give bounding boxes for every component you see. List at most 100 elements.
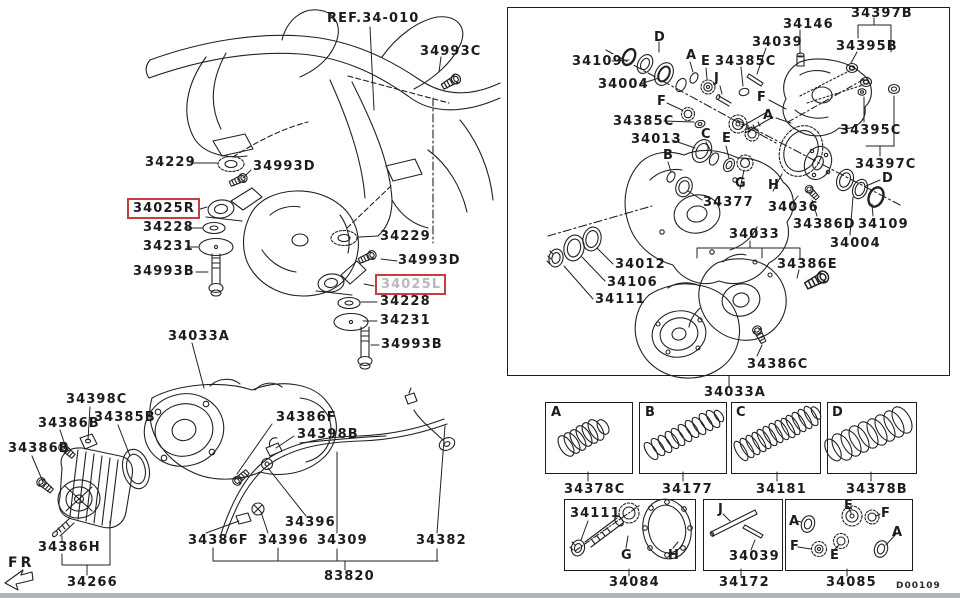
key-letter-label: A bbox=[763, 108, 774, 123]
key-letter-label: G bbox=[621, 548, 632, 563]
key-letter-label: A bbox=[789, 514, 800, 529]
gear-detail-box-1 bbox=[564, 499, 696, 571]
part-number-label: 34228 bbox=[380, 294, 431, 309]
key-letter-label: B bbox=[663, 148, 673, 163]
part-number-label: 34004 bbox=[598, 77, 649, 92]
part-number-label: 34146 bbox=[783, 17, 834, 32]
part-number-label: 34397C bbox=[855, 157, 917, 172]
gear-detail-box-3 bbox=[785, 499, 913, 571]
gear-detail-box-2 bbox=[703, 499, 783, 571]
key-letter-label: F bbox=[790, 539, 799, 554]
part-number-label: 34385C bbox=[613, 114, 675, 129]
part-number-label: 34109 bbox=[858, 217, 909, 232]
spring-detail-box-d bbox=[827, 402, 917, 474]
part-number-label: 34385B bbox=[94, 410, 156, 425]
mount-left-parts bbox=[315, 71, 463, 370]
key-letter-label: G bbox=[735, 176, 746, 191]
part-number-label: 34385C bbox=[715, 54, 777, 69]
leader-lines-left bbox=[31, 26, 446, 576]
part-number-label: 34386B bbox=[38, 416, 100, 431]
part-number-label: 34111 bbox=[595, 292, 646, 307]
part-number-label: 34395C bbox=[840, 123, 902, 138]
spring-detail-box-a bbox=[545, 402, 633, 474]
part-number-label: 34177 bbox=[662, 482, 713, 497]
ref-frame-label: REF.34-010 bbox=[327, 11, 420, 26]
part-number-label: 34172 bbox=[719, 575, 770, 590]
part-number-label: 34382 bbox=[416, 533, 467, 548]
key-letter-label: B bbox=[645, 405, 655, 420]
exploded-view-box bbox=[507, 7, 950, 376]
key-letter-label: A bbox=[551, 405, 562, 420]
part-number-label: 34993D bbox=[253, 159, 316, 174]
key-letter-label: F bbox=[757, 90, 766, 105]
exploded-view-art bbox=[546, 47, 903, 379]
leader-lines-right bbox=[563, 17, 895, 387]
key-letter-label: J bbox=[718, 502, 723, 517]
highlighted-part-left[interactable]: 34025L bbox=[375, 274, 447, 295]
part-number-label: 34036 bbox=[768, 200, 819, 215]
part-number-label: 34398C bbox=[66, 392, 128, 407]
part-number-label: 34109 bbox=[572, 54, 623, 69]
part-number-label: 34386F bbox=[188, 533, 249, 548]
part-number-label: 34004 bbox=[830, 236, 881, 251]
key-letter-label: C bbox=[701, 127, 711, 142]
highlighted-part-right-text: 34025R bbox=[133, 201, 195, 216]
key-letter-label: E bbox=[701, 54, 710, 69]
mount-right-parts bbox=[198, 155, 263, 297]
key-letter-label: J bbox=[714, 71, 719, 86]
part-number-label: 34228 bbox=[143, 220, 194, 235]
part-number-label: 34033A bbox=[168, 329, 230, 344]
highlighted-part-right[interactable]: 34025R bbox=[127, 198, 200, 219]
part-number-label: 34386C bbox=[747, 357, 809, 372]
part-number-label: 34012 bbox=[615, 257, 666, 272]
part-number-label: 34231 bbox=[380, 313, 431, 328]
part-number-label: 34386F bbox=[276, 410, 337, 425]
crossmember-sketch bbox=[145, 9, 501, 244]
part-number-label: 34111 bbox=[570, 506, 621, 521]
doc-code: D00109 bbox=[896, 581, 941, 591]
part-number-label: 34084 bbox=[609, 575, 660, 590]
key-letter-label: F bbox=[657, 94, 666, 109]
part-number-label: 34039 bbox=[752, 35, 803, 50]
highlighted-part-left-text: 34025L bbox=[381, 277, 442, 292]
part-number-label: 34993B bbox=[381, 337, 443, 352]
part-number-label: 34378B bbox=[846, 482, 908, 497]
part-number-label: 34231 bbox=[143, 239, 194, 254]
part-number-label: 34266 bbox=[67, 575, 118, 590]
part-number-label: 34993B bbox=[133, 264, 195, 279]
key-letter-label: E bbox=[722, 131, 731, 146]
key-letter-label: H bbox=[768, 178, 779, 193]
part-number-label: 34993C bbox=[420, 44, 482, 59]
key-letter-label: E bbox=[844, 498, 853, 513]
part-number-label: 34397B bbox=[851, 6, 913, 21]
part-number-label: 34386B bbox=[8, 441, 70, 456]
part-number-label: 34039 bbox=[729, 549, 780, 564]
part-number-label: 34386D bbox=[793, 217, 856, 232]
part-number-label: 34033A bbox=[704, 385, 766, 400]
part-number-label: 34398B bbox=[297, 427, 359, 442]
part-number-label: 34013 bbox=[631, 132, 682, 147]
harness-sketch bbox=[219, 387, 456, 541]
part-number-label: 34229 bbox=[380, 229, 431, 244]
part-number-label: 34396 bbox=[285, 515, 336, 530]
fr-arrow-icon bbox=[4, 569, 34, 591]
fr-direction-label: FR bbox=[8, 555, 35, 571]
part-number-label: 34309 bbox=[317, 533, 368, 548]
spring-sketches bbox=[557, 405, 913, 462]
gear-sketches bbox=[569, 471, 897, 577]
part-number-label: 83820 bbox=[324, 569, 375, 584]
key-letter-label: A bbox=[686, 48, 697, 63]
part-number-label: 34377 bbox=[703, 195, 754, 210]
part-number-label: 34229 bbox=[145, 155, 196, 170]
key-letter-label: D bbox=[832, 405, 843, 420]
key-letter-label: E bbox=[830, 548, 839, 563]
key-letter-label: C bbox=[736, 405, 746, 420]
part-number-label: 34033 bbox=[729, 227, 780, 242]
rear-diff-assembly-sketch bbox=[34, 378, 337, 538]
key-letter-label: D bbox=[654, 30, 665, 45]
spring-detail-box-c bbox=[731, 402, 821, 474]
key-letter-label: H bbox=[668, 548, 679, 563]
